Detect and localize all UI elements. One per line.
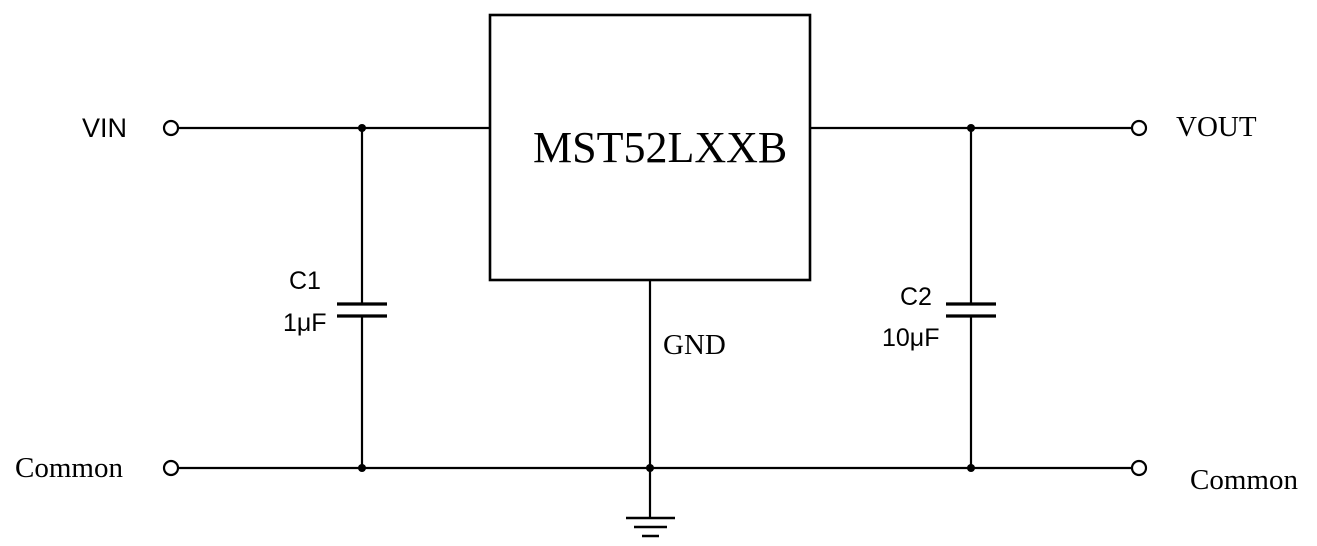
c1-ref-label: C1 xyxy=(289,267,321,295)
gnd-pin-label: GND xyxy=(663,329,726,361)
regulator-part-label: MST52LXXB xyxy=(533,123,788,172)
vin-label: VIN xyxy=(82,113,128,143)
c2-ref-label: C2 xyxy=(900,283,932,311)
common-left-label: Common xyxy=(15,452,123,484)
junction-dot-c2-top xyxy=(967,124,975,132)
junction-dot-c1-top xyxy=(358,124,366,132)
vout-terminal-icon xyxy=(1130,119,1148,137)
common-left-terminal-icon xyxy=(162,459,180,477)
junction-dot-gnd xyxy=(646,464,654,472)
common-right-label: Common xyxy=(1190,464,1298,496)
vin-terminal-icon xyxy=(162,119,180,137)
common-right-terminal-icon xyxy=(1130,459,1148,477)
vout-label: VOUT xyxy=(1176,111,1257,143)
regulator-box xyxy=(488,13,812,282)
c1-value-label: 1μF xyxy=(283,309,327,337)
ground-icon xyxy=(626,516,675,538)
junction-dot-c2-bottom xyxy=(967,464,975,472)
junction-dot-c1-bottom xyxy=(358,464,366,472)
c2-value-label: 10μF xyxy=(882,324,940,352)
